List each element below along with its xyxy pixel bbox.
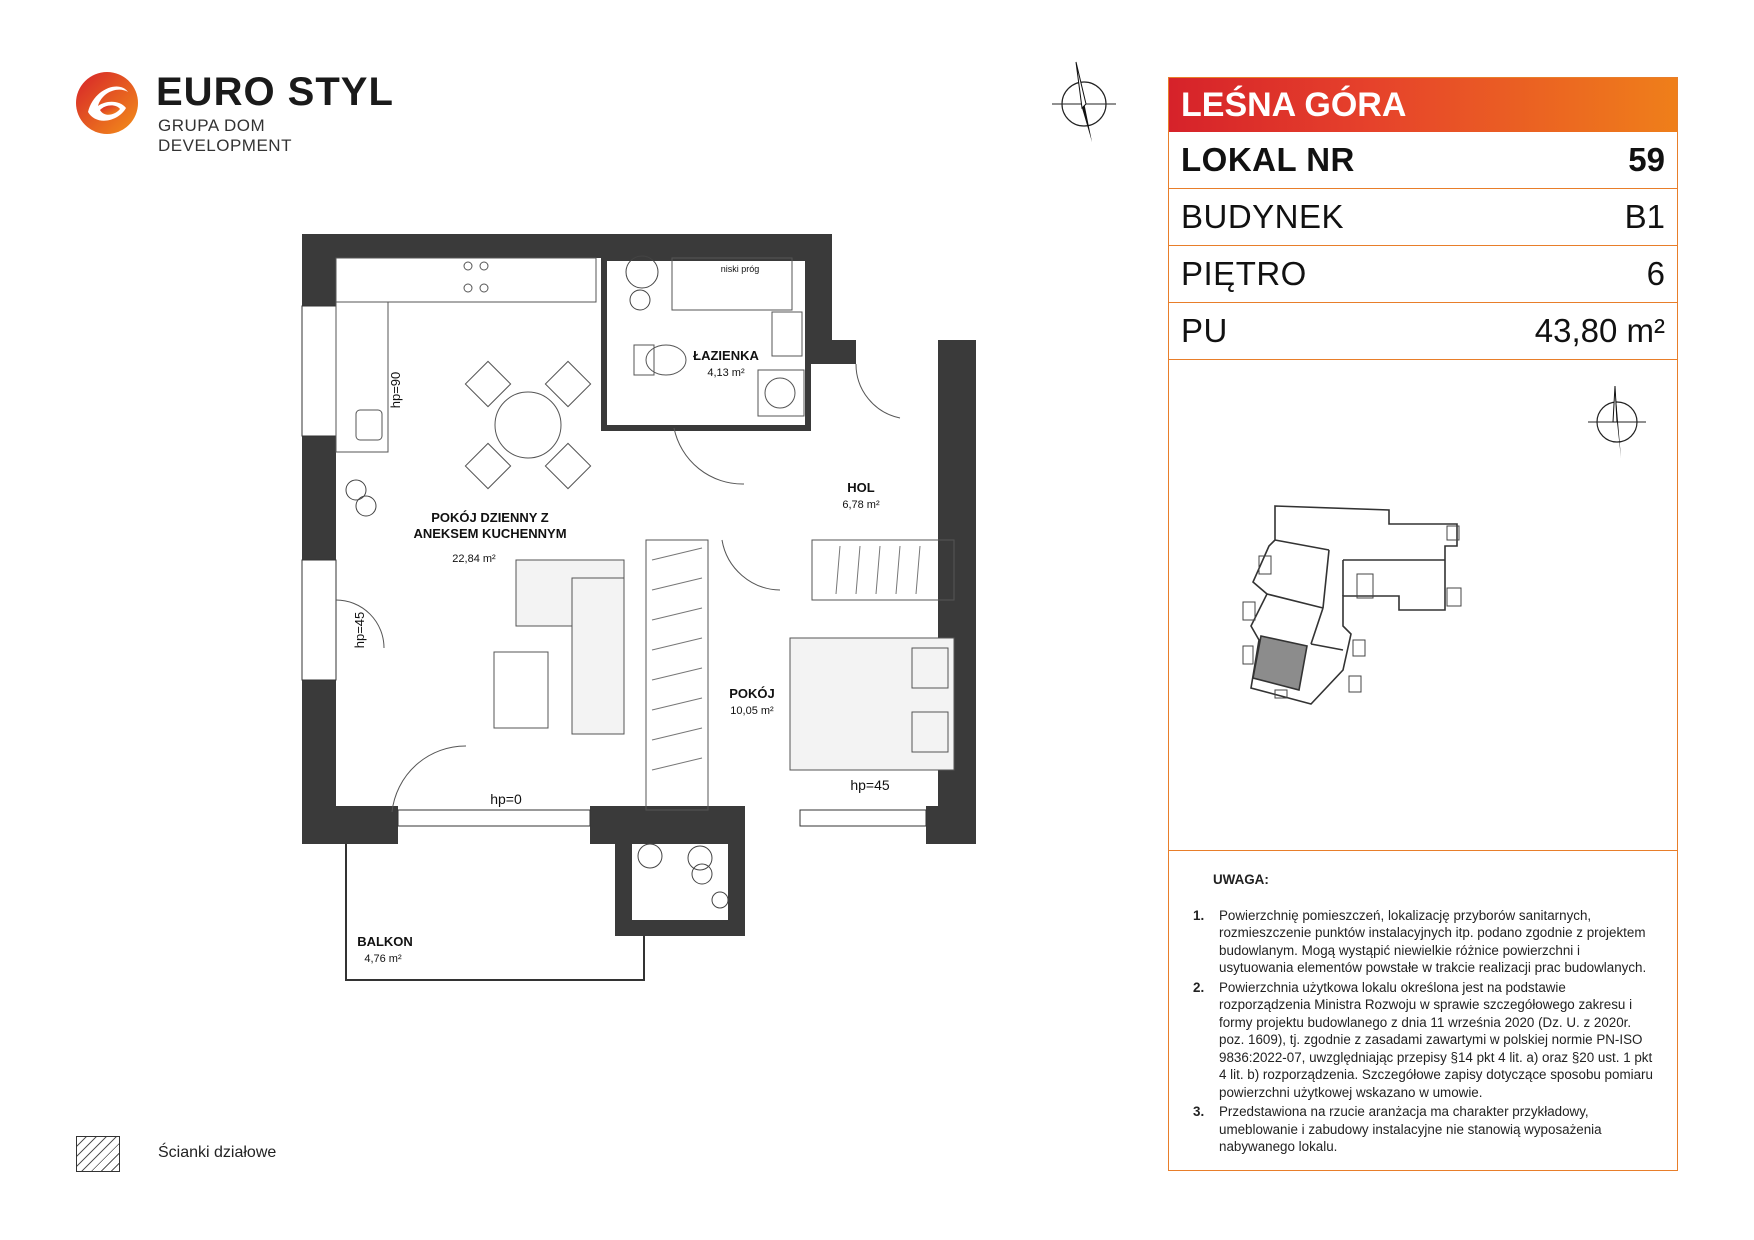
row-building: BUDYNEK B1: [1169, 189, 1677, 246]
note-number: 1.: [1193, 907, 1205, 923]
row-floor-value: 6: [1646, 255, 1665, 292]
living-name-2: ANEKSEM KUCHENNYM: [413, 526, 566, 541]
notes-title: UWAGA:: [1213, 872, 1269, 887]
balcony-name: BALKON: [357, 934, 413, 949]
keyplan-area: [1169, 360, 1677, 851]
building-key-plan: [1242, 505, 1462, 705]
legend: Ścianki działowe: [76, 1136, 306, 1176]
row-area-label: PU: [1181, 312, 1228, 349]
wardrobes: [645, 539, 955, 811]
partition-wall-swatch-icon: [76, 1136, 120, 1172]
living-area: 22,84 m²: [452, 553, 496, 565]
room-area: 10,05 m²: [730, 705, 774, 717]
note-text: Powierzchnia użytkowa lokalu określona j…: [1219, 979, 1653, 1100]
row-area: PU 43,80 m²: [1169, 303, 1677, 360]
bath-area: 4,13 m²: [707, 367, 745, 379]
eurostyl-logo-icon: [76, 72, 138, 134]
row-unit-label: LOKAL NR: [1181, 141, 1355, 178]
room-name: POKÓJ: [729, 686, 775, 701]
dining-set: [464, 360, 592, 490]
kitchen-counter: [335, 257, 597, 453]
low-threshold-label: niski próg: [721, 264, 760, 274]
row-building-value: B1: [1624, 198, 1665, 235]
hp0-label: hp=0: [490, 791, 522, 807]
hp90-label: hp=90: [388, 372, 403, 409]
bathroom-fixtures: [601, 255, 811, 431]
brand-subtitle: GRUPA DOM DEVELOPMENT: [158, 116, 292, 155]
note-item: 1. Powierzchnię pomieszczeń, lokalizację…: [1193, 907, 1657, 977]
note-item: 3. Przedstawiona na rzucie aranżacja ma …: [1193, 1103, 1657, 1156]
hp45-bottom-label: hp=45: [850, 777, 890, 793]
note-text: Przedstawiona na rzucie aranżacja ma cha…: [1219, 1104, 1602, 1154]
note-text: Powierzchnię pomieszczeń, lokalizację pr…: [1219, 907, 1647, 976]
row-unit-value: 59: [1628, 141, 1665, 178]
balcony-area: 4,76 m²: [364, 953, 402, 965]
hall-area: 6,78 m²: [842, 499, 880, 511]
bath-name: ŁAZIENKA: [693, 348, 759, 363]
living-name-1: POKÓJ DZIENNY Z: [431, 510, 549, 525]
note-number: 2.: [1193, 979, 1205, 995]
doors: [335, 363, 901, 813]
legend-label: Ścianki działowe: [158, 1144, 277, 1161]
project-title: LEŚNA GÓRA: [1169, 78, 1677, 132]
living-furniture: [493, 559, 625, 735]
balcony-outline: [345, 844, 645, 981]
windows: [301, 305, 927, 827]
brand-logo: EURO STYL GRUPA DOM DEVELOPMENT: [74, 70, 394, 155]
north-arrow-small-icon: [1588, 385, 1646, 458]
notes: UWAGA: 1. Powierzchnię pomieszczeń, loka…: [1169, 851, 1677, 1156]
hall-name: HOL: [847, 480, 875, 495]
note-number: 3.: [1193, 1104, 1205, 1119]
row-area-value: 43,80 m²: [1534, 312, 1665, 349]
walls: [302, 234, 976, 936]
row-building-label: BUDYNEK: [1181, 198, 1345, 235]
note-item: 2. Powierzchnia użytkowa lokalu określon…: [1193, 979, 1657, 1102]
row-floor-label: PIĘTRO: [1181, 255, 1307, 292]
hp45-left-label: hp=45: [352, 612, 367, 649]
installation-symbols: [345, 255, 729, 909]
info-panel: LEŚNA GÓRA LOKAL NR 59 BUDYNEK B1 PIĘTRO…: [1168, 77, 1678, 1171]
row-floor: PIĘTRO 6: [1169, 246, 1677, 303]
row-unit: LOKAL NR 59: [1169, 132, 1677, 189]
floor-plan: ŁAZIENKA 4,13 m² niski próg POKÓJ DZIENN…: [301, 234, 976, 981]
brand-name: EURO STYL: [156, 70, 394, 114]
wardrobe-hatch: [651, 545, 921, 771]
bed: [789, 637, 955, 771]
north-arrow-icon: [1052, 61, 1116, 142]
